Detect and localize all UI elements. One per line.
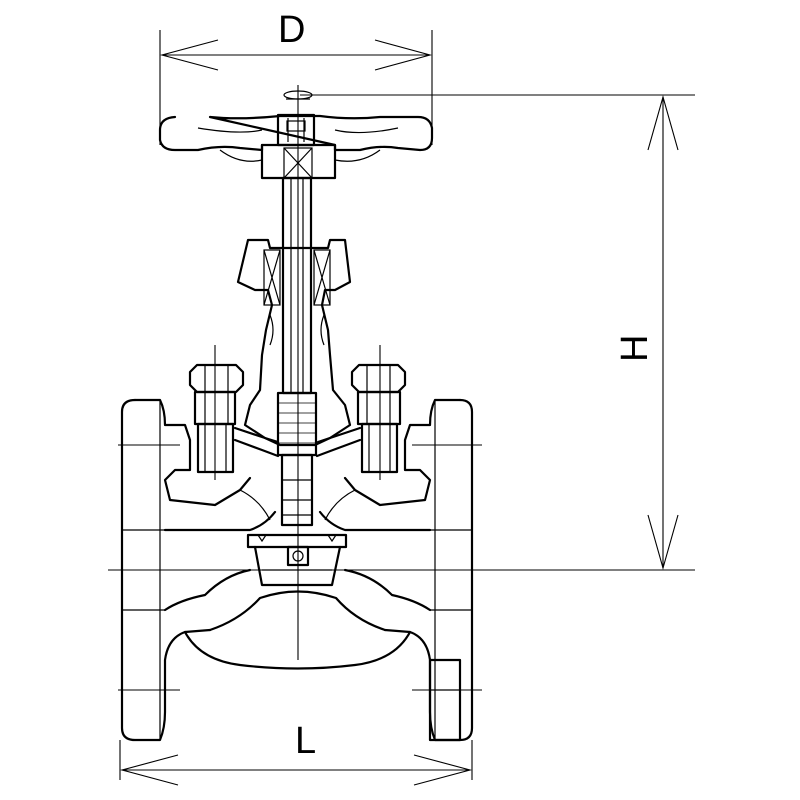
bonnet-bolt-left	[188, 363, 245, 474]
dimension-h-label: H	[614, 335, 656, 362]
dimension-l: L	[119, 720, 473, 786]
valve-body	[120, 398, 474, 742]
gland-yoke	[236, 238, 352, 444]
dimension-d-label: D	[278, 9, 305, 51]
stem	[276, 176, 318, 527]
disc	[246, 533, 348, 587]
dimension-d: D	[159, 9, 433, 145]
bonnet-flange	[233, 426, 362, 458]
handwheel	[158, 90, 434, 162]
center-lines	[108, 85, 488, 691]
bonnet-bolt-right	[350, 363, 407, 474]
dimension-h: H	[300, 94, 695, 571]
dimension-l-label: L	[295, 720, 316, 762]
